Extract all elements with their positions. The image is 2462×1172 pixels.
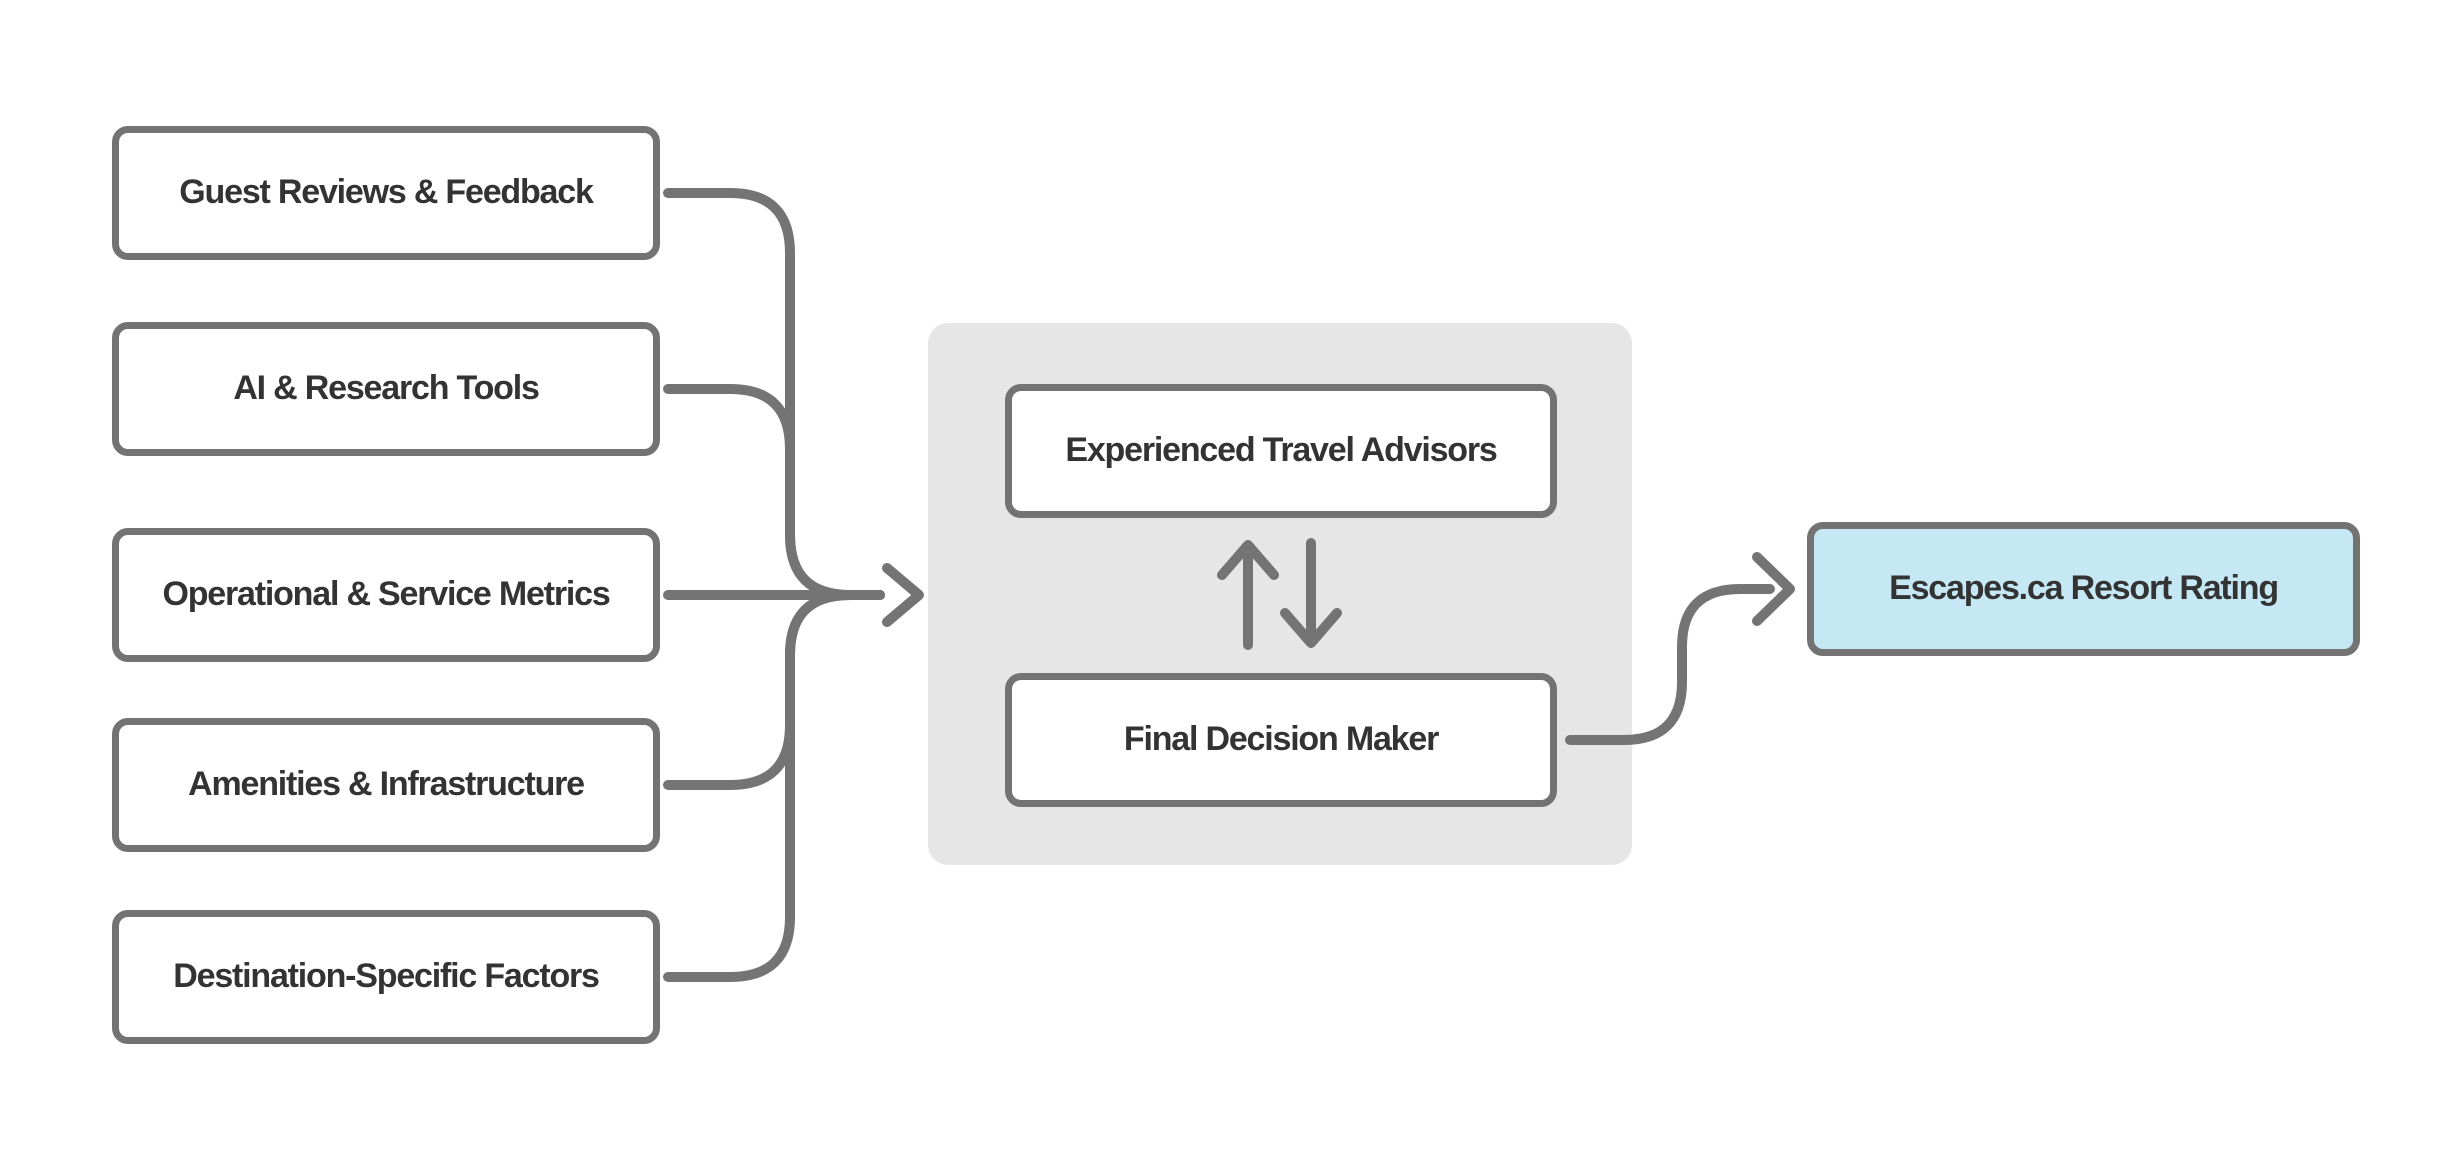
node-label: Final Decision Maker <box>1123 720 1439 759</box>
node-resort-rating: Escapes.ca Resort Rating <box>1807 522 2360 656</box>
node-final-decision-maker: Final Decision Maker <box>1005 673 1557 807</box>
node-travel-advisors: Experienced Travel Advisors <box>1005 384 1557 518</box>
edge-ai-research <box>663 384 885 600</box>
edge-decision-to-rating <box>1565 584 1775 745</box>
arrow-down-head-icon <box>1280 608 1342 648</box>
node-ai-research: AI & Research Tools <box>112 322 660 456</box>
node-amenities: Amenities & Infrastructure <box>112 718 660 852</box>
node-label: Amenities & Infrastructure <box>188 765 585 804</box>
node-operational-metrics: Operational & Service Metrics <box>112 528 660 662</box>
edge-amenities <box>663 590 885 790</box>
arrow-up-head-icon <box>1217 540 1279 580</box>
node-label: AI & Research Tools <box>233 369 540 408</box>
edge-destination-factors <box>663 590 885 982</box>
arrowhead-into-panel-icon <box>882 563 924 627</box>
arrowhead-into-rating-icon <box>1752 552 1795 626</box>
node-guest-reviews: Guest Reviews & Feedback <box>112 126 660 260</box>
node-label: Experienced Travel Advisors <box>1065 431 1497 470</box>
node-destination-factors: Destination-Specific Factors <box>112 910 660 1044</box>
node-label: Destination-Specific Factors <box>173 957 600 996</box>
node-label: Guest Reviews & Feedback <box>179 173 594 212</box>
node-label: Escapes.ca Resort Rating <box>1889 569 2279 608</box>
node-label: Operational & Service Metrics <box>162 575 610 614</box>
